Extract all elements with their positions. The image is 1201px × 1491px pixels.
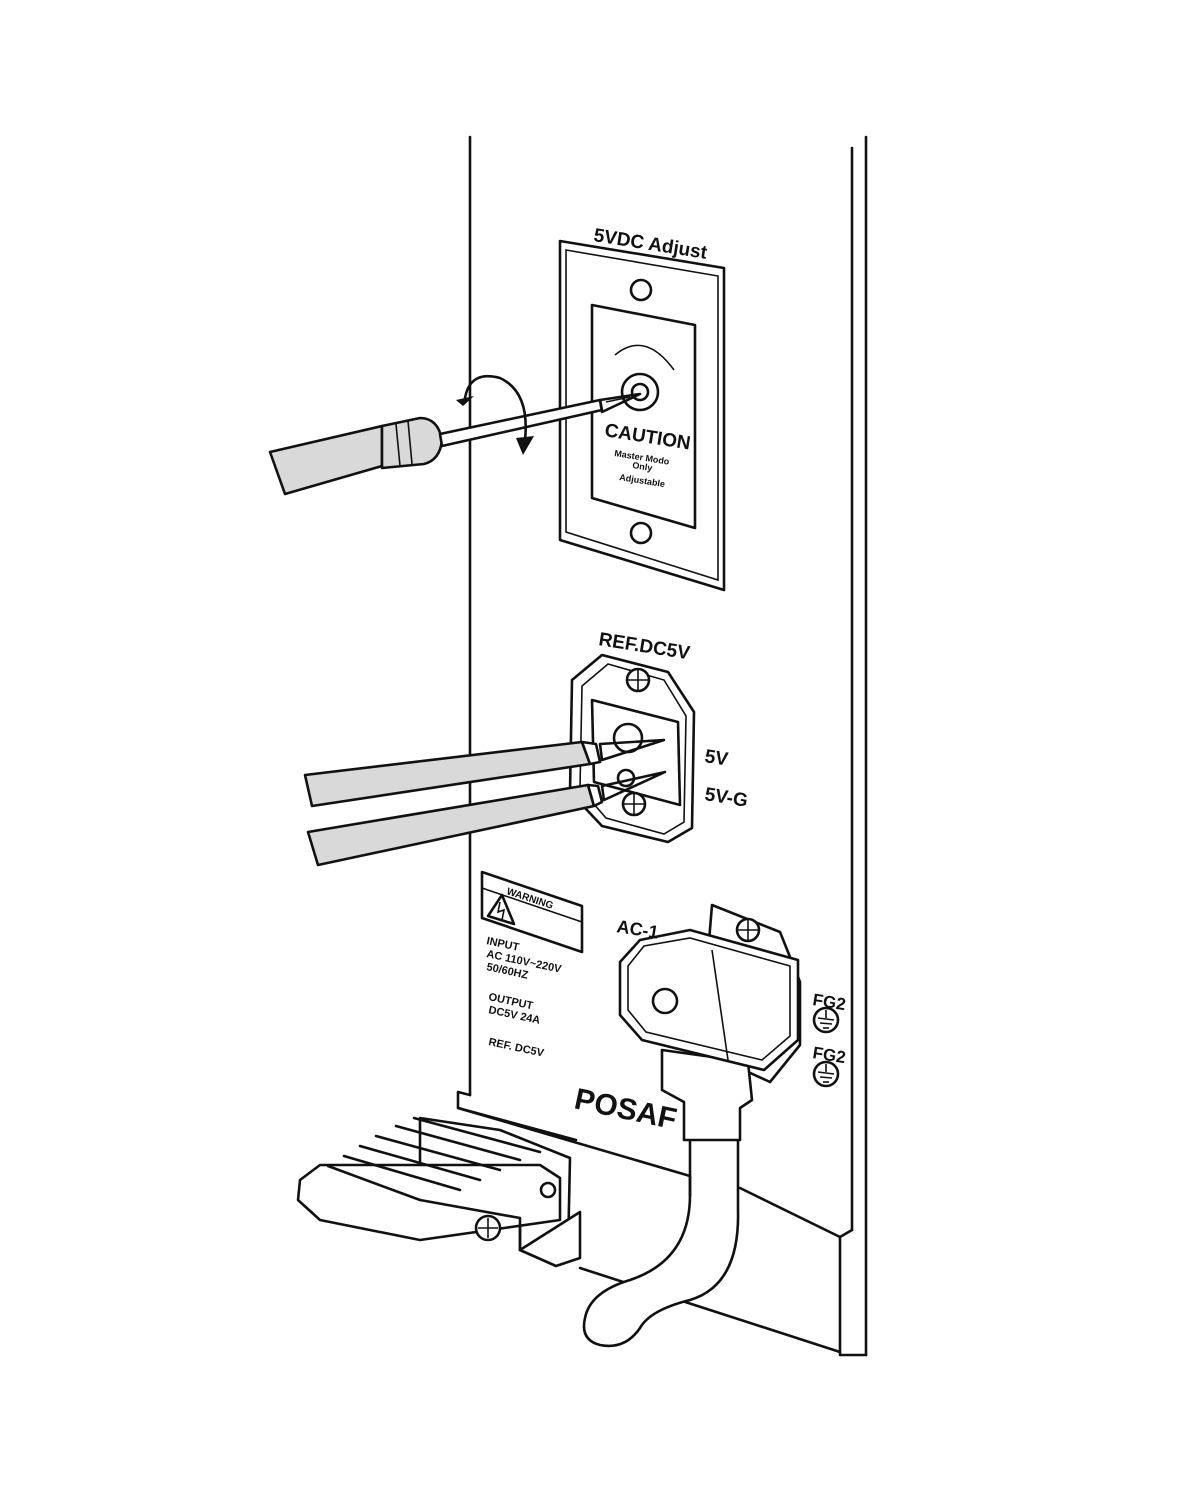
fg2-bottom: FG2 — [811, 1043, 847, 1088]
ref-note: REF. DC5V — [487, 1036, 545, 1060]
warning-label: WARNING — [480, 870, 584, 954]
ground-symbol-icon — [812, 1060, 840, 1088]
screwdriver-icon — [268, 392, 642, 496]
mount-hole-bottom — [629, 521, 653, 545]
terminal-5v-label: 5V — [703, 746, 730, 770]
adjust-plate: 5VDC Adjust CAUTION Master Modo Only Adj… — [558, 225, 726, 592]
rotate-arrow-icon — [456, 374, 534, 455]
ac-label: AC-1 — [615, 916, 660, 942]
test-probe-icon — [306, 770, 667, 867]
ground-symbol-icon — [812, 1006, 840, 1034]
caution-line2: Only — [632, 460, 653, 473]
ref-terminal-block: REF.DC5V 5V 5V-G — [568, 629, 749, 844]
power-plug-icon[interactable]: AC-1 — [582, 916, 800, 1348]
warning-triangle-icon — [486, 893, 516, 926]
terminal-5vg-label: 5V-G — [703, 784, 749, 812]
fg2-top: FG2 — [811, 990, 847, 1034]
bottom-frame — [456, 1090, 692, 1198]
fg2-bottom-label: FG2 — [811, 1043, 847, 1067]
latch-handle-icon[interactable] — [296, 1116, 582, 1268]
mount-hole-top — [629, 278, 653, 302]
test-probe-icon — [303, 738, 666, 808]
caution-label-box — [590, 303, 697, 530]
terminal-5vg[interactable] — [616, 768, 636, 788]
